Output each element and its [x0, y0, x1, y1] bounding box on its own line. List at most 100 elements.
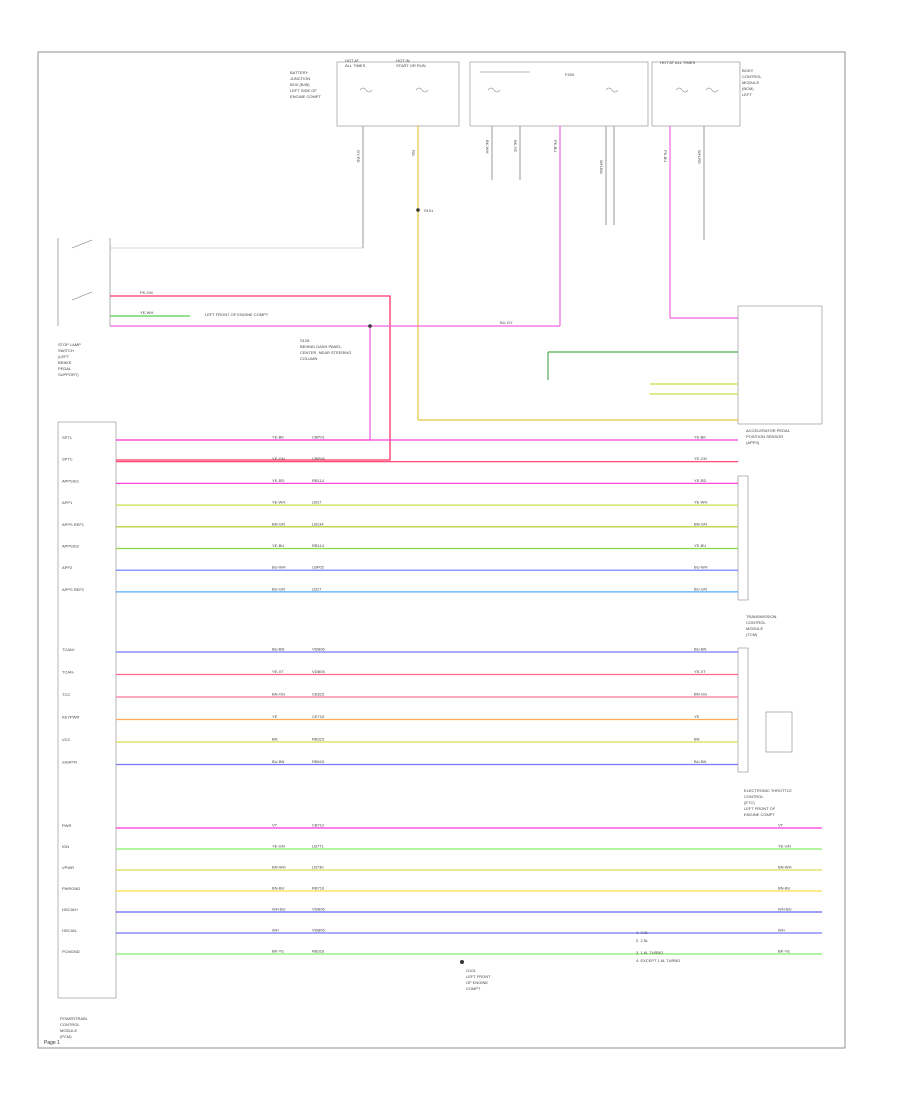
svg-text:BK-WH: BK-WH: [485, 140, 490, 153]
svg-text:WH-BN: WH-BN: [599, 160, 604, 174]
wire-color-label-right: BN-BU: [778, 886, 791, 891]
svg-text:(ETC): (ETC): [744, 800, 755, 805]
pin-label: IGN: [62, 844, 69, 849]
wire-color-label-right: YE-RD: [694, 478, 707, 483]
circuit-label: LB17: [312, 500, 322, 505]
svg-text:(PCM): (PCM): [60, 1034, 72, 1039]
circuit-label: LB17: [312, 586, 322, 591]
svg-text:OF ENGINE: OF ENGINE: [466, 980, 488, 985]
wire-color-label: BU-BN: [272, 759, 285, 764]
pin-label: PCMGND: [62, 949, 80, 954]
pin-label: VCC: [62, 737, 71, 742]
top-wire-labels: GY-RD RD BK-WH BK-YE PK-BU WH-BN PK-BU W…: [356, 140, 702, 174]
svg-text:PK-BU: PK-BU: [553, 140, 558, 152]
svg-text:S128: S128: [300, 338, 310, 343]
svg-text:4. EXCEPT 1.6L TURBO: 4. EXCEPT 1.6L TURBO: [636, 958, 680, 963]
diagram-frame: [37, 51, 846, 1049]
circuit-label: LB134: [312, 521, 324, 526]
wire-color-label-right: BU-GN: [694, 586, 707, 591]
svg-text:BOX (BJB): BOX (BJB): [290, 82, 310, 87]
pin-label: KEYPWR: [62, 715, 79, 720]
etc-box: [765, 711, 793, 753]
wire-color-label-right: YE-BU: [694, 543, 706, 548]
circuit-label: VDB05: [312, 669, 325, 674]
circuit-label: LB771: [312, 844, 324, 849]
wire-color-label: YE-VT: [272, 669, 284, 674]
svg-text:G101: G101: [466, 968, 477, 973]
svg-text:CONTROL: CONTROL: [744, 794, 764, 799]
svg-text:RD: RD: [411, 150, 416, 156]
pin-label: APPSIG1: [62, 478, 80, 483]
pin-label: TCC: [62, 692, 70, 697]
svg-text:ENGINE COMPT: ENGINE COMPT: [744, 812, 775, 817]
svg-text:POSITION SENSOR: POSITION SENSOR: [746, 434, 783, 439]
svg-text:(BCM): (BCM): [742, 86, 754, 91]
svg-text:TRANSMISSION: TRANSMISSION: [746, 614, 777, 619]
svg-text:CENTER, NEAR STEERING: CENTER, NEAR STEERING: [300, 350, 351, 355]
svg-text:GY-RD: GY-RD: [356, 150, 361, 163]
pin-label: TCAN+: [62, 647, 76, 652]
svg-text:WH-RD: WH-RD: [697, 150, 702, 164]
circuit-label: VDB05: [312, 928, 325, 933]
pin-label: APP2: [62, 565, 73, 570]
etc-caption: ELECTRONIC THROTTLE CONTROL (ETC) LEFT F…: [744, 788, 792, 817]
right-module-box: [737, 305, 823, 425]
pin-label: APPS REF1: [62, 522, 85, 527]
svg-text:CONTROL: CONTROL: [60, 1022, 80, 1027]
wire-color-label: BN-WH: [272, 865, 286, 870]
stop-lamp-switch-caption: STOP LAMP SWITCH (LEFT BRAKE PEDAL SUPPO…: [58, 342, 81, 377]
switch-wire-label-3: BU-GY: [500, 320, 513, 325]
wire-color-label: BU-GN: [272, 586, 285, 591]
circuit-label: CBP01: [312, 435, 325, 440]
fuse-symbols: [359, 71, 719, 93]
pin-label: VPWR: [62, 865, 74, 870]
circuit-label: RB114: [312, 478, 325, 483]
wire-color-label-right: VT: [778, 823, 784, 828]
wire-color-label-right: WH-BU: [778, 907, 792, 912]
circuit-label: LBP02: [312, 565, 325, 570]
svg-text:BRAKE: BRAKE: [58, 360, 72, 365]
wire-color-label: YE: [272, 714, 278, 719]
svg-text:BATTERY: BATTERY: [290, 70, 308, 75]
svg-text:ENGINE COMPT: ENGINE COMPT: [290, 94, 321, 99]
circuit-label: RB316: [312, 949, 325, 954]
stop-lamp-switch: [57, 238, 363, 326]
right-module-wires: [418, 317, 738, 421]
start-run-label: START OR RUN: [396, 63, 426, 68]
wire-color-label-right: WH: [778, 928, 785, 933]
wire-color-label: BN-OG: [272, 692, 285, 697]
svg-text:1. 2.0L: 1. 2.0L: [636, 930, 649, 935]
wire-color-label-right: YE-WH: [694, 500, 707, 505]
svg-text:LEFT SIDE OF: LEFT SIDE OF: [290, 88, 317, 93]
switch-wire-label-1: PK-GN: [140, 290, 153, 295]
svg-text:SWITCH: SWITCH: [58, 348, 74, 353]
svg-text:LEFT FRONT: LEFT FRONT: [466, 974, 491, 979]
pin-label: PWR: [62, 823, 71, 828]
wire-color-label-right: BN-OG: [694, 692, 707, 697]
svg-text:SUPPORT): SUPPORT): [58, 372, 79, 377]
all-times-label: ALL TIMES: [345, 63, 366, 68]
tcm-connector: [737, 647, 749, 773]
wire-color-label: YE-GN: [272, 456, 285, 461]
svg-text:MODULE: MODULE: [60, 1028, 77, 1033]
switch-wire-label-2: YE-WH: [140, 310, 153, 315]
pin-label: HSCAN+: [62, 907, 79, 912]
pcm-box: [57, 421, 117, 999]
fuse-box-middle-header: F200: [565, 72, 575, 77]
svg-text:2. 2.5L: 2. 2.5L: [636, 938, 649, 943]
fuse-box-left: [336, 61, 460, 127]
svg-text:LEFT FRONT OF: LEFT FRONT OF: [744, 806, 776, 811]
svg-text:PK-BU: PK-BU: [663, 150, 668, 162]
circuit-label: RB114: [312, 543, 325, 548]
svg-text:CONTROL: CONTROL: [742, 74, 762, 79]
pin-label: SPTC: [62, 457, 73, 462]
svg-text:STOP LAMP: STOP LAMP: [58, 342, 81, 347]
wire-color-label-right: BU-BN: [694, 759, 707, 764]
wire-color-label: YE-GN: [272, 844, 285, 849]
top-wires: [362, 126, 705, 420]
apps-caption: ACCELERATOR PEDAL POSITION SENSOR (APPS): [746, 428, 791, 445]
svg-text:LEFT: LEFT: [742, 92, 752, 97]
wire-color-label-right: YE-VT: [694, 669, 706, 674]
